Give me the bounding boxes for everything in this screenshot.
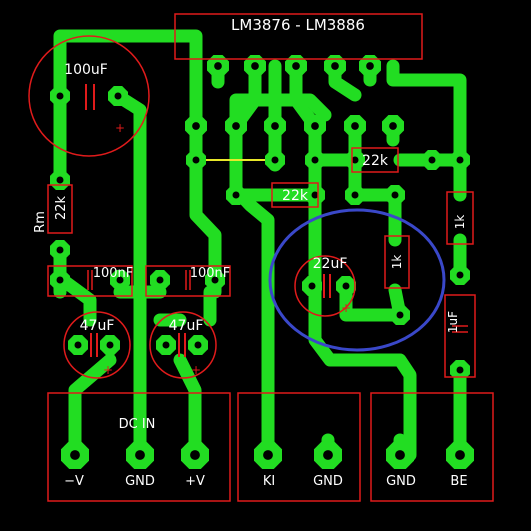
cap-22uf-outline <box>294 255 356 317</box>
ic-pad-top-1 <box>207 55 229 77</box>
cap-100nf-left-outline <box>47 265 133 297</box>
label-rm: Rm <box>33 211 48 233</box>
conn-dcin-outline <box>47 392 231 502</box>
conn-ki-outline <box>237 392 361 502</box>
pad-conn-ki <box>254 441 282 469</box>
pad-conn-gnd-2 <box>314 441 342 469</box>
cap-47uf-right-outline <box>149 311 217 379</box>
res-1k-center-outline <box>384 235 410 289</box>
cap-100uf-outline <box>28 35 150 157</box>
label-plus-100uf: + <box>115 121 125 135</box>
ic-title: LM3876 - LM3886 <box>231 16 365 34</box>
pad-res-22k-mid-right <box>305 185 325 205</box>
res-rm-outline <box>47 184 73 234</box>
label-res-1k-center: 1k <box>390 255 404 270</box>
label-res-1k-right: 1k <box>453 215 467 230</box>
ic-pad-bottom-3 <box>264 115 286 137</box>
label-cap-47uf-right: 47uF <box>169 318 204 334</box>
pad-conn-neg-v <box>61 441 89 469</box>
pad-res-22k-right-right <box>422 150 442 170</box>
label-ki: KI <box>263 474 275 489</box>
ic-pad-bottom-6 <box>382 115 404 137</box>
label-pos-v: +V <box>185 474 205 489</box>
pad-cap-100uf-right <box>108 86 128 106</box>
pad-jumper-right <box>265 150 285 170</box>
ic-pad-top-5 <box>359 55 381 77</box>
res-22k-right-outline <box>351 147 399 173</box>
pad-res-1k-center-bottom <box>390 305 410 325</box>
pad-cap-100uf-left <box>50 86 70 106</box>
pad-cap-47uf-left-b <box>100 335 120 355</box>
pad-node-b <box>345 185 365 205</box>
pad-node-a <box>305 150 325 170</box>
res-22k-mid-outline <box>271 182 319 208</box>
pad-res-22k-mid-left <box>226 185 246 205</box>
cap-100nf-right-outline <box>145 265 231 297</box>
pad-cap-100nf-left-a <box>50 270 70 290</box>
pad-res-22k-right-left <box>345 150 365 170</box>
pad-res-rm-bottom <box>50 240 70 260</box>
pad-conn-be <box>446 441 474 469</box>
pad-cap-47uf-right-b <box>188 335 208 355</box>
pad-jumper-left <box>186 150 206 170</box>
cap-1uf-outline <box>444 294 476 378</box>
conn-out-outline <box>370 392 494 502</box>
ic-pad-top-4 <box>324 55 346 77</box>
label-gnd-3: GND <box>386 474 416 489</box>
label-cap-100nf-left: 100nF <box>93 266 134 281</box>
label-plus-47uf-right: + <box>191 363 201 377</box>
label-plus-47uf-left: + <box>103 363 113 377</box>
pad-cap-100nf-right-a <box>150 270 170 290</box>
highlight-ellipse <box>268 208 446 352</box>
pad-cap-22uf-b <box>336 276 356 296</box>
label-gnd-2: GND <box>313 474 343 489</box>
ic-pad-bottom-4 <box>304 115 326 137</box>
pad-cap-47uf-right-a <box>156 335 176 355</box>
pad-conn-gnd-1 <box>126 441 154 469</box>
label-cap-100nf-right: 100nF <box>190 266 231 281</box>
label-res-22k-left: 22k <box>54 195 69 220</box>
label-cap-100uf: 100uF <box>64 62 108 78</box>
pad-cap-1uf-bottom <box>450 360 470 380</box>
pad-cap-100nf-left-b <box>110 270 130 290</box>
ic-pad-bottom-1 <box>185 115 207 137</box>
silkscreen <box>28 13 494 502</box>
pad-conn-gnd-3 <box>386 441 414 469</box>
pad-res-1k-center-top <box>385 185 405 205</box>
pad-cap-22uf-a <box>302 276 322 296</box>
ic-pad-bottom-2 <box>225 115 247 137</box>
ic-pad-top-3 <box>285 55 307 77</box>
label-plus-22uf: + <box>341 301 351 315</box>
pad-cap-47uf-left-a <box>68 335 88 355</box>
label-cap-47uf-left: 47uF <box>80 318 115 334</box>
label-cap-1uf: 1uF <box>446 311 460 333</box>
cap-47uf-left-outline <box>63 311 131 379</box>
label-neg-v: −V <box>64 474 84 489</box>
ic-pad-bottom-5 <box>344 115 366 137</box>
res-1k-right-outline <box>446 191 474 245</box>
label-res-22k-right: 22k <box>362 153 389 169</box>
label-dc-in: DC IN <box>119 417 156 432</box>
pad-cap-100nf-right-b <box>205 270 225 290</box>
ic-outline <box>174 13 423 60</box>
pad-res-1k-right-top <box>450 150 470 170</box>
pad-res-rm-top <box>50 170 70 190</box>
pad-conn-pos-v <box>181 441 209 469</box>
label-gnd-1: GND <box>125 474 155 489</box>
label-res-22k-mid: 22k <box>282 188 309 204</box>
pad-res-1k-right-bottom <box>450 265 470 285</box>
label-cap-22uf: 22uF <box>313 256 348 272</box>
ic-pad-top-2 <box>244 55 266 77</box>
label-be: BE <box>450 474 467 489</box>
